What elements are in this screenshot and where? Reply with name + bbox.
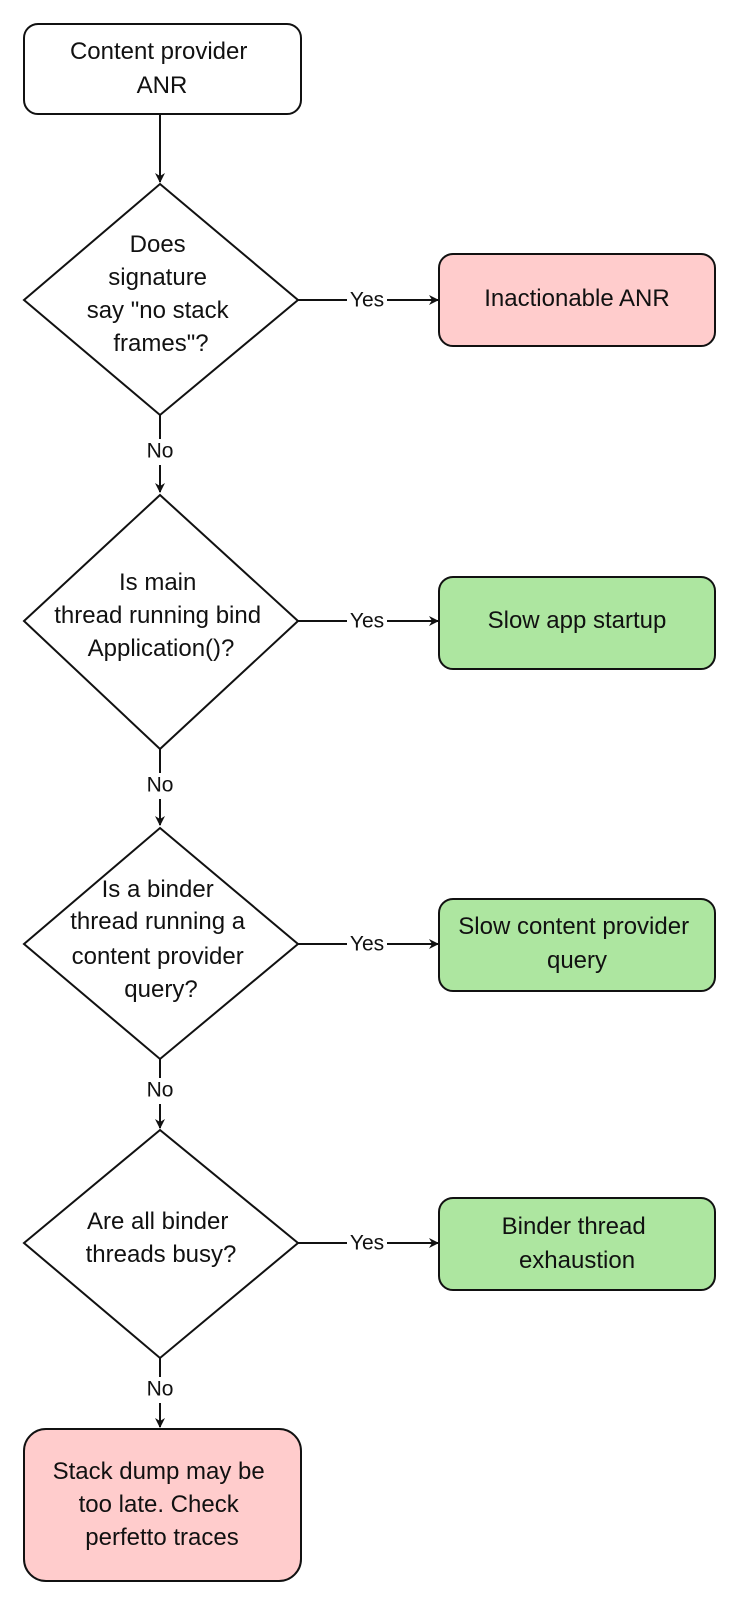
svg-text:Does signature say: Does signature say "no stack frames"? bbox=[87, 231, 236, 357]
decision-2-line-3: Application()? bbox=[88, 635, 235, 662]
outcome-1-line-1: Inactionable ANR bbox=[484, 285, 669, 312]
svg-text:Is main thread running b: Is main thread running bind Application(… bbox=[54, 569, 268, 662]
svg-text:Slow app startup: Slow app startup bbox=[488, 607, 667, 634]
final-check-perfetto-traces: Stack dump may be too late. Check perfet… bbox=[23, 1428, 302, 1582]
outcome-3-line-1: Slow content provider bbox=[458, 913, 689, 940]
decision-3-line-4: query? bbox=[124, 976, 197, 1003]
svg-text:Stack dump may be too la: Stack dump may be too late. Check perfet… bbox=[53, 1458, 272, 1551]
edge-label-no-2: No bbox=[147, 774, 174, 797]
outcome-slow-content-provider-query: Slow content provider query bbox=[438, 898, 716, 992]
svg-text:Slow content provider qu: Slow content provider query bbox=[458, 913, 695, 974]
outcome-4-line-1: Binder thread bbox=[502, 1213, 646, 1240]
edge-label-yes-4: Yes bbox=[350, 1232, 384, 1255]
outcome-4-line-2: exhaustion bbox=[519, 1247, 635, 1274]
outcome-slow-app-startup: Slow app startup bbox=[438, 576, 716, 670]
svg-text:Inactionable ANR: Inactionable ANR bbox=[484, 285, 669, 312]
decision-3-line-3: content provider bbox=[72, 943, 244, 970]
decision-4-line-1: Are all binder bbox=[87, 1208, 228, 1235]
start-node: Content provider ANR bbox=[23, 23, 302, 115]
decision-1-line-3: say "no stack bbox=[87, 297, 230, 324]
svg-text:Content provider ANR: Content provider ANR bbox=[70, 38, 254, 99]
final-line-2: too late. Check bbox=[79, 1491, 240, 1518]
decision-3-line-2: thread running a bbox=[70, 908, 245, 935]
decision-2-line-1: Is main bbox=[119, 569, 196, 596]
decision-bind-application: Is main thread running bind Application(… bbox=[22, 493, 300, 751]
outcome-2-line-1: Slow app startup bbox=[488, 607, 667, 634]
decision-1-line-4: frames"? bbox=[113, 330, 208, 357]
edge-label-yes-2: Yes bbox=[350, 610, 384, 633]
decision-4-line-2: threads busy? bbox=[86, 1241, 237, 1268]
start-node-line-2: ANR bbox=[137, 72, 188, 99]
edge-label-yes-3: Yes bbox=[350, 933, 384, 956]
edge-label-no-3: No bbox=[147, 1079, 174, 1102]
edge-label-no-4: No bbox=[147, 1378, 174, 1401]
decision-binder-threads-busy: Are all binder threads busy? bbox=[22, 1128, 300, 1360]
decision-1-line-2: signature bbox=[108, 264, 207, 291]
outcome-3-line-2: query bbox=[547, 947, 607, 974]
decision-no-stack-frames: Does signature say "no stack frames"? bbox=[22, 182, 300, 417]
start-node-line-1: Content provider bbox=[70, 38, 247, 65]
decision-content-provider-query: Is a binder thread running a content pro… bbox=[22, 826, 300, 1061]
final-line-3: perfetto traces bbox=[85, 1524, 238, 1551]
svg-text:Are all binder threads b: Are all binder threads busy? bbox=[86, 1208, 237, 1268]
decision-3-line-1: Is a binder bbox=[102, 876, 214, 903]
svg-text:Binder thread exhaustion: Binder thread exhaustion bbox=[502, 1213, 653, 1274]
edge-label-no-1: No bbox=[147, 440, 174, 463]
edge-label-yes-1: Yes bbox=[350, 289, 384, 312]
final-line-1: Stack dump may be bbox=[53, 1458, 265, 1485]
outcome-inactionable-anr: Inactionable ANR bbox=[438, 253, 716, 347]
svg-text:Is a binder thread runni: Is a binder thread running a content pro… bbox=[70, 876, 251, 1003]
decision-1-line-1: Does bbox=[130, 231, 186, 258]
decision-2-line-2: thread running bind bbox=[54, 602, 261, 629]
outcome-binder-thread-exhaustion: Binder thread exhaustion bbox=[438, 1197, 716, 1291]
